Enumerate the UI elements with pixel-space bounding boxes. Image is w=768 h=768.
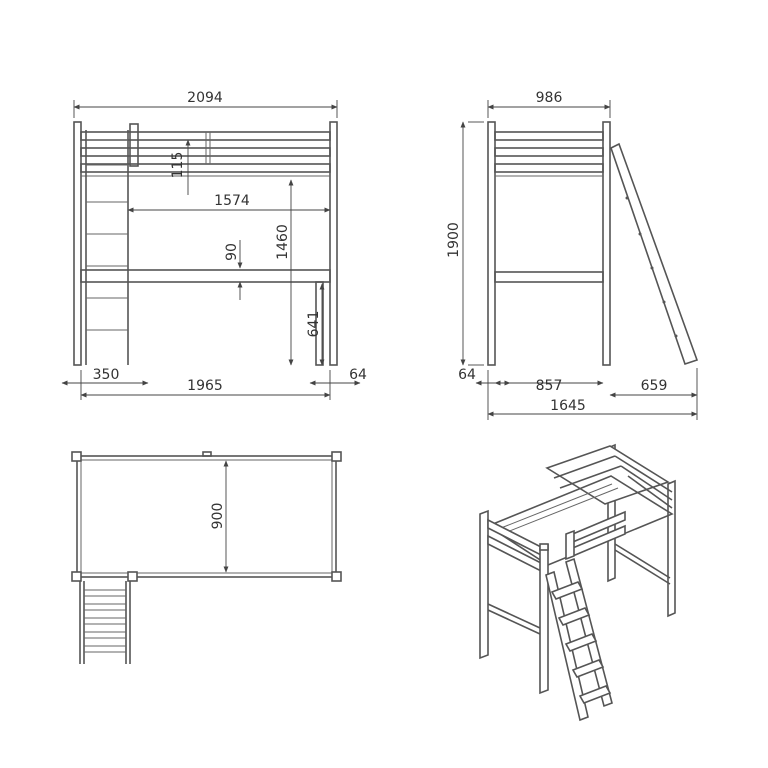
dimension-overall-depth: 1645 bbox=[550, 398, 586, 414]
dimension-frame-width: 857 bbox=[536, 378, 563, 394]
front-view-structure bbox=[73, 121, 338, 366]
front-view: 2094 115 1574 90 1460 641 350 64 1965 bbox=[61, 90, 367, 400]
isometric-view bbox=[479, 443, 676, 722]
dimension-ladder-width: 350 bbox=[93, 367, 120, 383]
side-view-structure bbox=[487, 121, 699, 366]
dimension-ladder-projection: 659 bbox=[641, 378, 668, 394]
dimension-underside-clearance: 641 bbox=[306, 311, 322, 338]
top-view-structure bbox=[71, 451, 342, 664]
dimension-post-width: 64 bbox=[349, 367, 367, 383]
dimension-overall-width: 986 bbox=[536, 90, 563, 106]
dimension-overall-height: 1900 bbox=[446, 222, 462, 258]
isometric-bed-frame bbox=[479, 443, 676, 722]
top-view: 900 bbox=[71, 451, 342, 664]
dimension-side-post-width: 64 bbox=[458, 367, 476, 383]
dimension-frame-length: 1965 bbox=[187, 378, 223, 394]
dimension-slat-thickness: 90 bbox=[224, 243, 240, 261]
side-view: 986 1900 64 857 659 1645 bbox=[446, 90, 699, 420]
dimension-rail-gap: 115 bbox=[170, 152, 186, 179]
dimension-platform-height: 1460 bbox=[275, 224, 291, 260]
dimension-inner-length: 1574 bbox=[214, 193, 250, 209]
dimension-mattress-width: 900 bbox=[210, 503, 226, 530]
dimension-overall-length: 2094 bbox=[187, 90, 223, 106]
